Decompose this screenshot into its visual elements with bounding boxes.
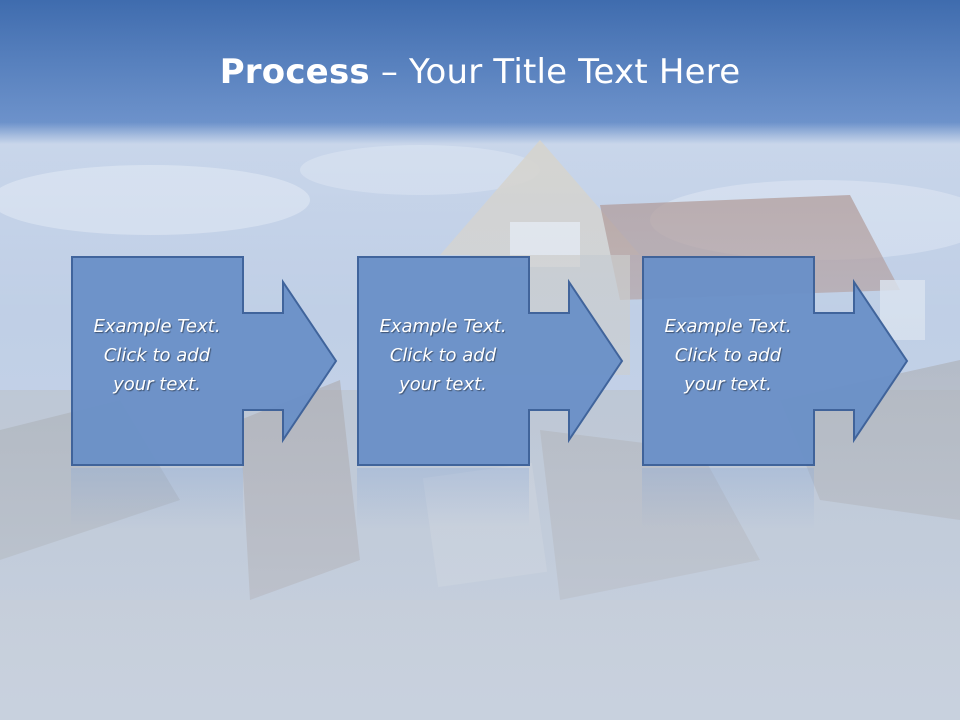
process-step-1[interactable]: Example Text. Click to add your text.	[71, 256, 343, 466]
process-step-3[interactable]: Example Text. Click to add your text.	[642, 256, 914, 466]
title-bar: Process – Your Title Text Here	[0, 0, 960, 150]
step-text[interactable]: Example Text. Click to add your text.	[664, 316, 792, 395]
step-text[interactable]: Example Text. Click to add your text.	[93, 316, 221, 395]
title-rest: – Your Title Text Here	[369, 52, 741, 92]
step-reflection	[357, 468, 529, 528]
step-arrow-shape	[71, 256, 338, 466]
step-text[interactable]: Example Text. Click to add your text.	[379, 316, 507, 395]
step-reflection	[642, 468, 814, 528]
slide-title[interactable]: Process – Your Title Text Here	[220, 52, 741, 150]
step-arrow-shape	[357, 256, 624, 466]
step-reflection	[71, 468, 243, 528]
process-step-2[interactable]: Example Text. Click to add your text.	[357, 256, 629, 466]
step-arrow-shape	[642, 256, 909, 466]
title-bold: Process	[219, 52, 370, 92]
